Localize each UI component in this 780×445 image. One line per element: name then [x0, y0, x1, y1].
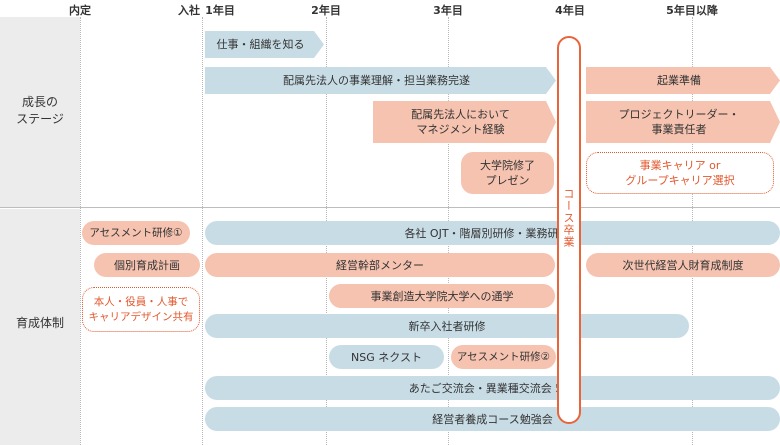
- stage-column-bg: [0, 17, 80, 207]
- arrow-understand-business: 配属先法人の事業理解・担当業務完遂: [205, 67, 556, 94]
- header-year1: 1年目: [205, 4, 235, 17]
- section-divider: [0, 207, 780, 208]
- pill-individual-plan-label: 個別育成計画: [114, 258, 180, 272]
- arrow-management-exp-label: 配属先法人において マネジメント経験: [411, 108, 510, 136]
- grid-line-join: [202, 17, 203, 445]
- box-grad-presentation: 大学院修了 プレゼン: [461, 152, 554, 194]
- header-year3: 3年目: [433, 4, 463, 17]
- pill-assessment-2: アセスメント研修②: [451, 345, 556, 369]
- arrow-work-org-label: 仕事・組織を知る: [216, 38, 305, 51]
- box-career-design-label: 本人・役員・人事で キャリアデザイン共有: [88, 295, 194, 323]
- box-grad-presentation-label: 大学院修了 プレゼン: [480, 159, 535, 187]
- pill-next-gen-label: 次世代経営人財育成制度: [622, 258, 744, 272]
- arrow-project-leader-label: プロジェクトリーダー・ 事業責任者: [618, 108, 740, 136]
- pill-nsg-next: NSG ネクスト: [329, 345, 444, 369]
- header-year5-plus: 5年目以降: [666, 4, 718, 17]
- header-year4: 4年目: [555, 4, 585, 17]
- pill-exec-mentor: 経営幹部メンター: [205, 253, 555, 277]
- pill-ojt-label: 各社 OJT・階層別研修・業務研修等: [404, 226, 581, 240]
- pill-individual-plan: 個別育成計画: [94, 253, 200, 277]
- box-career-design: 本人・役員・人事で キャリアデザイン共有: [82, 287, 200, 332]
- arrow-startup-prep: 起業準備: [586, 67, 780, 94]
- pill-grad-school: 事業創造大学院大学への通学: [329, 284, 555, 308]
- arrow-work-org: 仕事・組織を知る: [205, 31, 324, 58]
- header-year2: 2年目: [311, 4, 341, 17]
- section-training-system: 育成体制: [15, 316, 64, 330]
- pill-ojt: 各社 OJT・階層別研修・業務研修等: [205, 221, 780, 245]
- arrow-management-exp: 配属先法人において マネジメント経験: [373, 101, 556, 143]
- pill-next-gen: 次世代経営人財育成制度: [586, 253, 780, 277]
- pill-new-hire-label: 新卒入社者研修: [408, 319, 486, 333]
- arrow-project-leader: プロジェクトリーダー・ 事業責任者: [586, 101, 780, 143]
- pill-study-group-label: 経営者養成コース勉強会: [432, 412, 553, 426]
- grid-line-offer: [80, 17, 81, 445]
- arrow-startup-prep-label: 起業準備: [657, 74, 701, 87]
- pill-atago-label: あたご交流会・異業種交流会 501: [408, 381, 577, 395]
- box-career-select: 事業キャリア or グループキャリア選択: [586, 152, 774, 194]
- training-column-bg: [0, 209, 80, 445]
- pill-new-hire: 新卒入社者研修: [205, 314, 689, 338]
- course-graduation-bar: コース卒業: [557, 36, 581, 424]
- course-graduation-label: コース卒業: [562, 188, 575, 248]
- pill-exec-mentor-label: 経営幹部メンター: [336, 258, 424, 272]
- pill-assessment-1: アセスメント研修①: [82, 221, 190, 245]
- box-career-select-label: 事業キャリア or グループキャリア選択: [625, 159, 735, 187]
- pill-nsg-next-label: NSG ネクスト: [351, 350, 422, 364]
- pill-assessment-1-label: アセスメント研修①: [89, 226, 183, 239]
- pill-study-group: 経営者養成コース勉強会: [205, 407, 780, 431]
- pill-grad-school-label: 事業創造大学院大学への通学: [370, 289, 514, 303]
- header-join: 入社: [178, 4, 200, 17]
- pill-assessment-2-label: アセスメント研修②: [456, 350, 551, 363]
- pill-atago: あたご交流会・異業種交流会 501: [205, 376, 780, 400]
- arrow-understand-business-label: 配属先法人の事業理解・担当業務完遂: [283, 74, 470, 87]
- header-offer: 内定: [69, 4, 91, 17]
- section-growth-stage: 成長の ステージ: [16, 95, 64, 126]
